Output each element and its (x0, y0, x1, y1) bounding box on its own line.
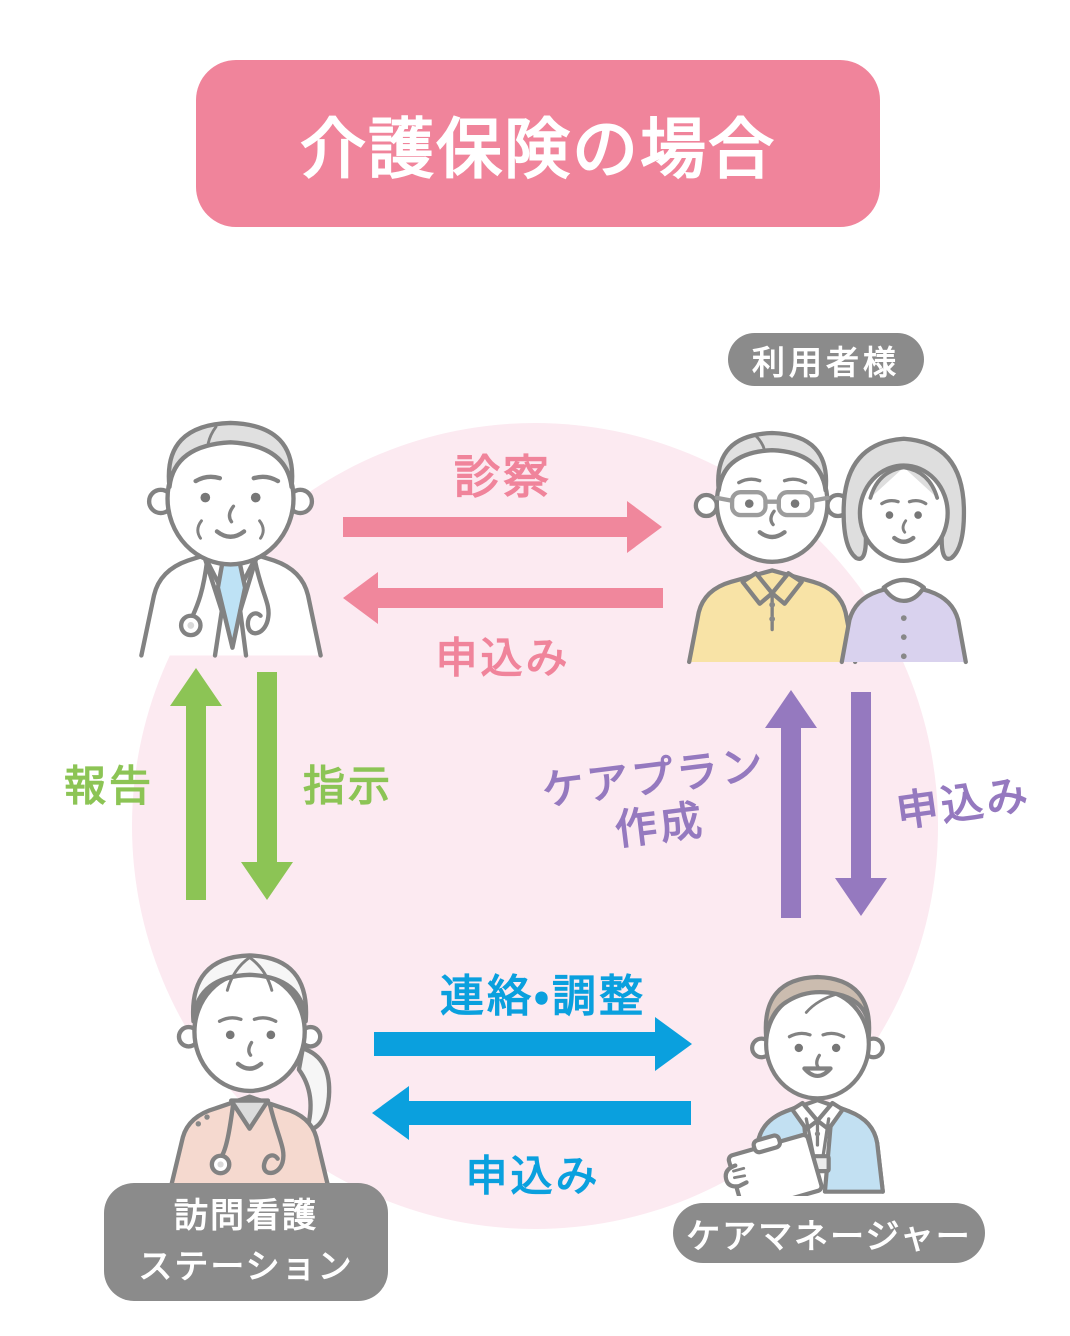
care-manager-head (750, 974, 885, 1101)
nurse-body (169, 1094, 331, 1186)
users-badge: 利用者様 (728, 333, 924, 386)
care-manager-illustration (723, 974, 885, 1196)
nurse-illustration (169, 953, 332, 1186)
nursing-station-badge-line2: ステーション (138, 1247, 354, 1287)
nursing-station-badge: 訪問看護 ステーション (104, 1183, 388, 1301)
title-banner: 介護保険の場合 (196, 60, 880, 227)
users-badge-label: 利用者様 (752, 342, 900, 382)
apply-to-doctor-label: 申込み (435, 633, 571, 683)
stethoscope (209, 1102, 286, 1176)
nurse-hair (190, 953, 309, 1024)
care-manager-body (723, 1098, 885, 1196)
doctor-head (146, 420, 315, 567)
care-manager-badge: ケアマネージャー (673, 1203, 985, 1263)
doctor-illustration (139, 420, 323, 658)
care-manager-badge-label: ケアマネージャー (686, 1216, 972, 1257)
nurse-head (176, 953, 323, 1094)
users-couple-illustration (687, 430, 968, 665)
exam-label: 診察 (454, 450, 552, 504)
clipboard (726, 1132, 824, 1196)
nurse-ponytail (296, 1046, 332, 1133)
page-title: 介護保険の場合 (300, 110, 776, 188)
stethoscope (178, 557, 271, 638)
apply-to-station-label: 申込み (465, 1151, 601, 1201)
elder-man (687, 430, 858, 665)
doctor-body (139, 544, 323, 658)
contact-coordination-label: 連絡・調整 (440, 971, 646, 1022)
hand (723, 1163, 749, 1189)
instruction-label: 指示 (302, 761, 394, 811)
doctor-hair (166, 420, 295, 490)
nursing-station-badge-line1: 訪問看護 (174, 1196, 318, 1236)
care-manager-hair (763, 974, 872, 1039)
report-label: 報告 (63, 761, 155, 811)
elder-woman (839, 436, 968, 665)
elder-man-hair (716, 430, 829, 493)
